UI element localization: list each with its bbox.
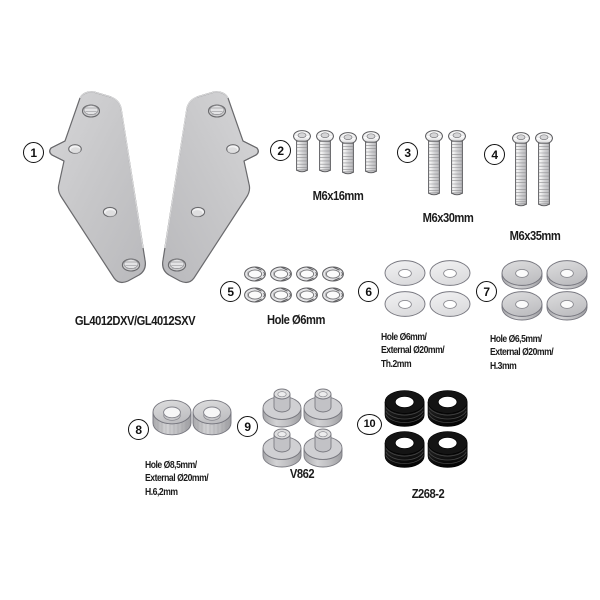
stepped-bushing (303, 428, 343, 468)
flat-washer (546, 291, 588, 321)
screw (425, 130, 443, 196)
flat-washers-thick-illustration (501, 260, 588, 321)
stepped-bushing (262, 388, 302, 428)
item-index-2: 2 (270, 140, 291, 161)
stepped-bushing (262, 428, 302, 468)
caption-item-6: Hole Ø6mm/ External Ø20mm/ Th.2mm (381, 332, 445, 370)
split-lock-washer (270, 266, 292, 282)
rubber-bushing (384, 431, 425, 468)
split-lock-washers-illustration (244, 266, 344, 303)
brackets-illustration (49, 91, 259, 284)
flat-washer (384, 291, 426, 317)
screw (448, 130, 466, 196)
flat-washer (384, 260, 426, 286)
screw (316, 130, 334, 173)
item-index-7: 7 (476, 281, 497, 302)
screw (512, 132, 530, 207)
screws-m6x35-illustration (512, 132, 553, 207)
caption-item-9: V862 (289, 466, 315, 481)
spacers-illustration (152, 399, 232, 436)
flat-washer (501, 291, 543, 321)
screw (362, 131, 380, 174)
item-index-9: 9 (237, 416, 258, 437)
stepped-bushing (303, 388, 343, 428)
bracket-left-holes (68, 104, 141, 272)
caption-item-4: M6x35mm (509, 228, 561, 243)
flat-washers-thin-illustration (384, 260, 471, 317)
flat-washer (429, 291, 471, 317)
item-index-10: 10 (357, 414, 382, 435)
item-index-5: 5 (220, 281, 241, 302)
caption-item-10: Z268-2 (411, 486, 445, 501)
rubber-bushing (384, 390, 425, 427)
spacer (152, 399, 192, 436)
rubber-bushing (427, 431, 468, 468)
split-lock-washer (244, 287, 266, 303)
item-index-6: 6 (358, 281, 379, 302)
rubber-bushing (427, 390, 468, 427)
flat-washer (546, 260, 588, 290)
caption-item-1: GL4012DXV/GL4012SXV (74, 313, 196, 328)
screw (535, 132, 553, 207)
caption-item-8: Hole Ø8,5mm/ External Ø20mm/ H.6,2mm (145, 460, 209, 498)
caption-item-3: M6x30mm (422, 210, 474, 225)
screws-m6x30-illustration (425, 130, 466, 196)
item-index-3: 3 (397, 142, 418, 163)
split-lock-washer (296, 266, 318, 282)
item-index-8: 8 (128, 419, 149, 440)
screws-m6x16-illustration (293, 130, 380, 175)
rubber-bushings-illustration (384, 390, 468, 468)
caption-item-2: M6x16mm (312, 188, 364, 203)
screw (293, 130, 311, 173)
item-index-1: 1 (23, 142, 44, 163)
stepped-bushings-illustration (262, 388, 343, 468)
flat-washer (429, 260, 471, 286)
split-lock-washer (296, 287, 318, 303)
spacer (192, 399, 232, 436)
split-lock-washer (244, 266, 266, 282)
flat-washer (501, 260, 543, 290)
bracket-right (162, 91, 259, 284)
split-lock-washer (322, 287, 344, 303)
caption-item-5: Hole Ø6mm (267, 312, 325, 327)
item-index-4: 4 (484, 144, 505, 165)
caption-item-7: Hole Ø6,5mm/ External Ø20mm/ H.3mm (490, 334, 554, 372)
split-lock-washer (270, 287, 292, 303)
bracket-right-holes (167, 104, 240, 272)
screw (339, 132, 357, 175)
split-lock-washer (322, 266, 344, 282)
bracket-left (49, 91, 146, 284)
